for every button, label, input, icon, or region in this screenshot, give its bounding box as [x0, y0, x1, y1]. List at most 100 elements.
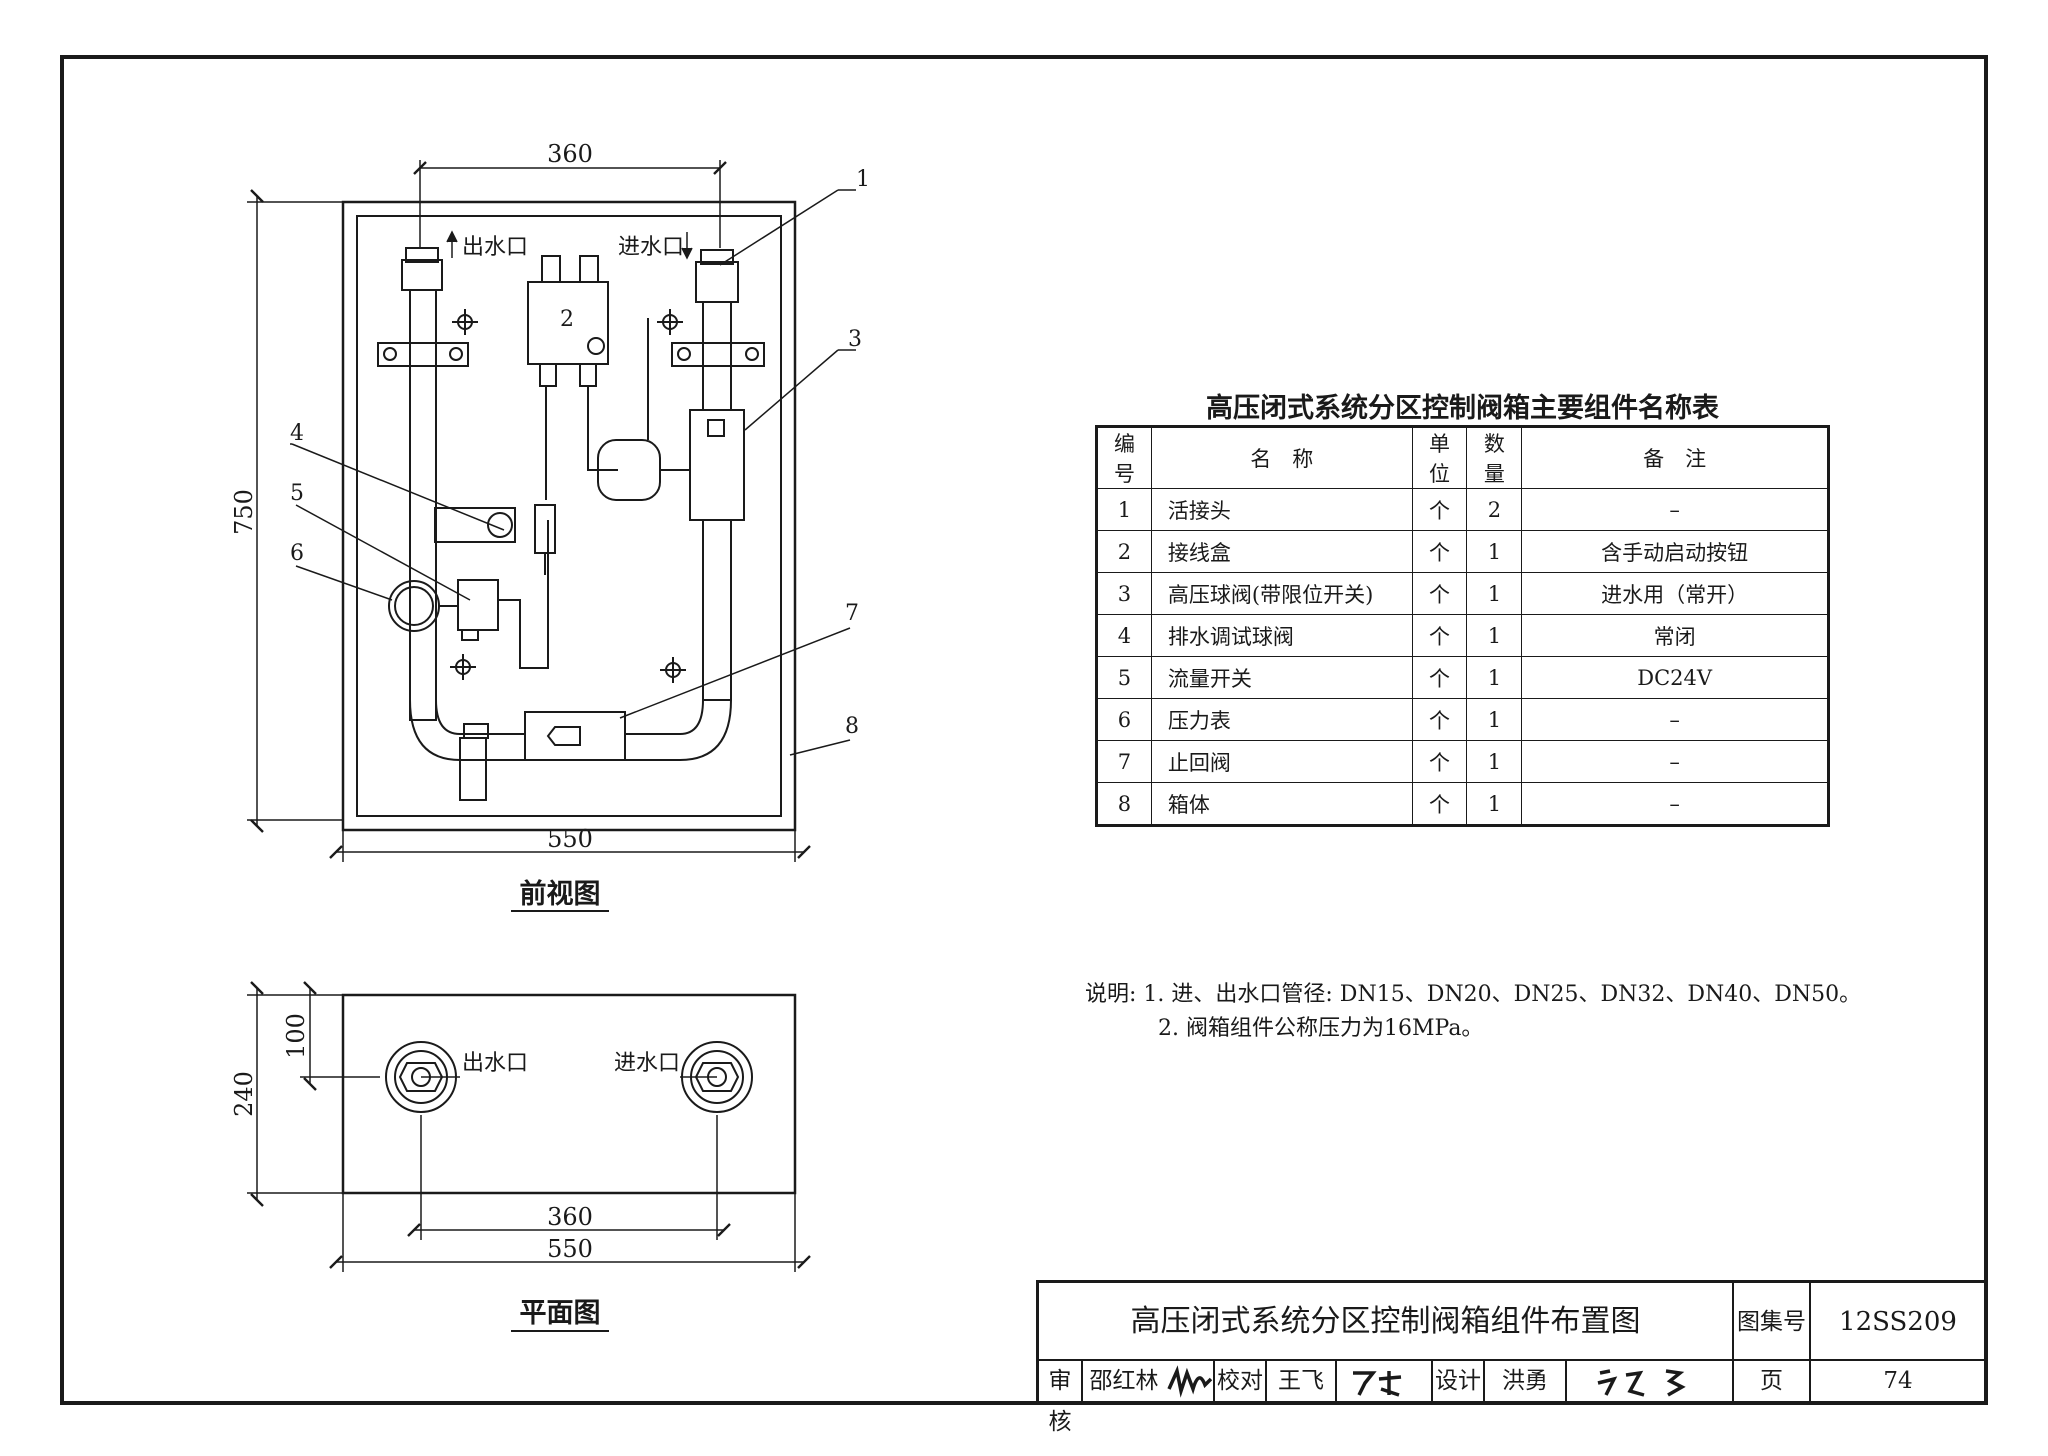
front-view-labels: 360 550 750 出水口 进水口 1 2 3 4 5 6 7 8 前视图 [230, 140, 870, 910]
review-label: 审核 [1039, 1361, 1083, 1435]
plan-width-dim: 550 [547, 1235, 593, 1263]
cell-remark: – [1521, 740, 1829, 783]
designer-name: 洪勇 [1485, 1361, 1567, 1402]
header-qty: 数量 [1466, 426, 1523, 489]
cell-remark: – [1521, 698, 1829, 741]
cell-unit: 个 [1411, 656, 1468, 699]
cell-remark: 含手动启动按钮 [1521, 530, 1829, 573]
table-row: 1 活接头 个 2 – [1096, 488, 1829, 531]
table-row: 7 止回阀 个 1 – [1096, 740, 1829, 783]
cell-qty: 1 [1466, 572, 1523, 615]
cell-remark: – [1521, 488, 1829, 531]
front-view-caption: 前视图 [520, 878, 601, 910]
front-outlet-label: 出水口 [462, 235, 528, 260]
table-row: 5 流量开关 个 1 DC24V [1096, 656, 1829, 699]
flow-arrows [446, 230, 693, 260]
cell-unit: 个 [1411, 740, 1468, 783]
page-no: 74 [1883, 1368, 1913, 1394]
callout-3: 3 [848, 327, 862, 352]
plan-view-caption: 平面图 [520, 1298, 601, 1329]
check-valve-7 [459, 711, 626, 801]
front-spacing-dim: 360 [547, 140, 593, 168]
cell-no: 4 [1096, 614, 1152, 657]
front-width-dim: 550 [547, 825, 593, 853]
cell-unit: 个 [1411, 698, 1468, 741]
callout-7: 7 [845, 601, 859, 626]
callout-5: 5 [290, 481, 304, 506]
pressure-gauge-6 [388, 580, 458, 632]
atlas-no-label: 图集号 [1734, 1283, 1811, 1361]
reviewer-name: 邵红林 [1089, 1368, 1159, 1394]
designer-signature [1567, 1361, 1734, 1402]
cell-remark: DC24V [1521, 656, 1829, 699]
notes: 说明: 1. 进、出水口管径: DN15、DN20、DN25、DN32、DN40… [1085, 978, 1861, 1046]
cell-remark: – [1521, 782, 1829, 826]
cell-qty: 1 [1466, 614, 1523, 657]
plan-view-labels: 240 100 360 550 出水口 进水口 平面图 [230, 1013, 680, 1329]
cell-no: 3 [1096, 572, 1152, 615]
note-item-1: 1. 进、出水口管径: DN15、DN20、DN25、DN32、DN40、DN5… [1143, 982, 1862, 1007]
table-row: 2 接线盒 个 1 含手动启动按钮 [1096, 530, 1829, 573]
outlet-pipe [401, 247, 525, 761]
cell-name: 箱体 [1150, 782, 1413, 826]
cell-qty: 1 [1466, 698, 1523, 741]
front-dimensions [247, 160, 811, 862]
cell-unit: 个 [1411, 530, 1468, 573]
box-inner [356, 215, 782, 817]
reviewer-signature [1165, 1361, 1215, 1402]
header-remark: 备 注 [1521, 426, 1829, 489]
note-item-2: 2. 阀箱组件公称压力为16MPa。 [1158, 1016, 1484, 1041]
cell-name: 流量开关 [1150, 656, 1413, 699]
check-label: 校对 [1215, 1361, 1267, 1402]
plan-view [247, 981, 811, 1332]
cell-no: 2 [1096, 530, 1152, 573]
cell-remark: 进水用（常开） [1521, 572, 1829, 615]
cell-unit: 个 [1411, 488, 1468, 531]
cell-name: 高压球阀(带限位开关) [1150, 572, 1413, 615]
cell-qty: 1 [1466, 530, 1523, 573]
components-table: 编号 名 称 单位 数量 备 注 1 活接头 个 2 – 2 接线盒 个 1 含… [1095, 425, 1830, 827]
cell-name: 接线盒 [1150, 530, 1413, 573]
mounting-holes [450, 309, 686, 683]
header-name: 名 称 [1150, 426, 1413, 489]
table-row: 6 压力表 个 1 – [1096, 698, 1829, 741]
junction-box [527, 255, 618, 500]
plan-offset-dim: 100 [282, 1013, 310, 1059]
cell-no: 6 [1096, 698, 1152, 741]
page-label: 页 [1734, 1361, 1811, 1402]
title-block: 高压闭式系统分区控制阀箱组件布置图 图集号 12SS209 审核 邵红林 校对 … [1036, 1280, 1988, 1435]
ball-valve-3 [597, 318, 745, 521]
callout-6: 6 [290, 541, 304, 566]
table-row: 3 高压球阀(带限位开关) 个 1 进水用（常开） [1096, 572, 1829, 615]
callout-1: 1 [856, 167, 870, 192]
inlet-pipe [625, 249, 739, 761]
leader-lines [290, 189, 856, 756]
plan-inlet-label: 进水口 [614, 1051, 680, 1076]
notes-label: 说明: [1085, 982, 1137, 1007]
table-title: 高压闭式系统分区控制阀箱主要组件名称表 [1206, 393, 1719, 424]
checker-name: 王飞 [1267, 1361, 1337, 1402]
cell-no: 5 [1096, 656, 1152, 699]
cell-qty: 1 [1466, 740, 1523, 783]
drain-valve-4 [434, 504, 556, 575]
checker-signature [1337, 1361, 1433, 1402]
cell-no: 8 [1096, 782, 1152, 826]
drawing-frame [60, 55, 1988, 1405]
cell-no: 7 [1096, 740, 1152, 783]
cell-qty: 1 [1466, 656, 1523, 699]
cell-no: 1 [1096, 488, 1152, 531]
front-height-dim: 750 [230, 489, 258, 535]
callout-2: 2 [560, 307, 574, 332]
header-no: 编号 [1096, 426, 1152, 489]
plan-box [341, 993, 797, 1195]
callout-4: 4 [290, 421, 304, 446]
header-unit: 单位 [1411, 426, 1468, 489]
plan-spacing-dim: 360 [547, 1203, 593, 1231]
cell-qty: 2 [1466, 488, 1523, 531]
pipe-clamps [377, 342, 765, 367]
table-header-row: 编号 名 称 单位 数量 备 注 [1096, 426, 1829, 489]
cell-remark: 常闭 [1521, 614, 1829, 657]
note-line-1: 说明: 1. 进、出水口管径: DN15、DN20、DN25、DN32、DN40… [1085, 978, 1861, 1012]
table-row: 4 排水调试球阀 个 1 常闭 [1096, 614, 1829, 657]
